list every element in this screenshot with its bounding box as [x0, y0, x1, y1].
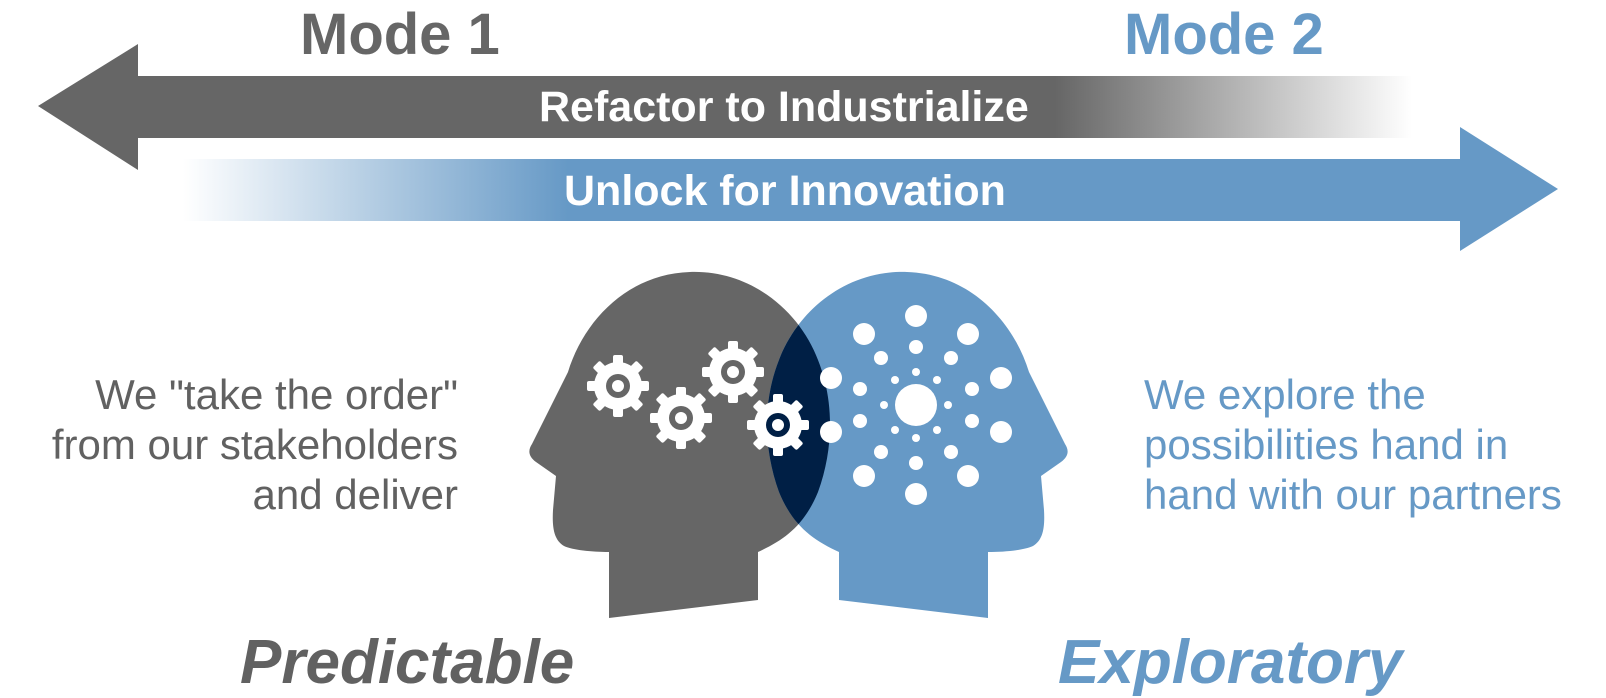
radial-dots-icon	[820, 305, 1012, 505]
mode-2-description-line: possibilities hand in	[1144, 421, 1509, 468]
refactor-arrow	[38, 44, 1412, 170]
mode-2-description-line: hand with our partners	[1144, 471, 1562, 518]
unlock-arrow-label: Unlock for Innovation	[564, 167, 1006, 215]
predictable-keyword: Predictable	[240, 628, 575, 697]
exploratory-keyword: Exploratory	[1058, 628, 1403, 697]
mode-2-label: Mode 2	[1124, 2, 1324, 67]
mode-2-description-line: We explore the	[1144, 371, 1426, 418]
mode-1-description: We "take the order" from our stakeholder…	[52, 370, 458, 520]
unlock-arrow	[183, 127, 1558, 251]
refactor-arrow-label: Refactor to Industrialize	[539, 83, 1029, 131]
mode-1-description-line: We "take the order"	[95, 371, 458, 418]
gears-icon	[587, 341, 809, 456]
mode-1-label: Mode 1	[300, 2, 500, 67]
mode-1-description-line: from our stakeholders	[51, 421, 458, 468]
mode-1-description-line: and deliver	[252, 471, 458, 518]
mode-2-description: We explore the possibilities hand in han…	[1144, 370, 1562, 520]
